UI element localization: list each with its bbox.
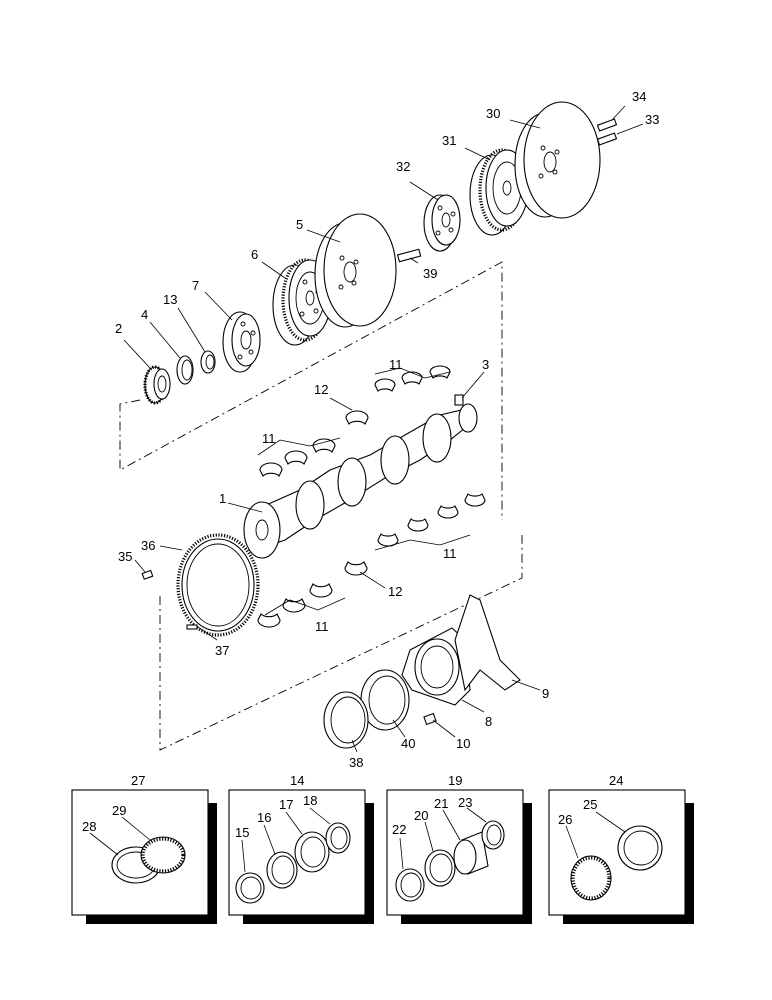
callout-34: 34 [632, 89, 646, 104]
hub [222, 311, 261, 373]
kit-19-item-20: 20 [414, 808, 428, 823]
kit-19-item-23: 23 [458, 795, 472, 810]
kit-19-item-21: 21 [434, 796, 448, 811]
kit-27-title: 27 [131, 773, 145, 788]
hub-rear [423, 194, 461, 252]
callout-35: 35 [118, 549, 132, 564]
kit-14-item-16: 16 [257, 810, 271, 825]
kit-24-title: 24 [609, 773, 623, 788]
kit-27-item-29: 29 [112, 803, 126, 818]
spacer-ring [176, 355, 194, 385]
kit-24-item-26: 26 [558, 812, 572, 827]
seal-ring [200, 350, 216, 374]
callout-12-top: 12 [314, 382, 328, 397]
callout-2: 2 [115, 321, 122, 336]
kit-19-title: 19 [448, 773, 462, 788]
kit-14-item-15: 15 [235, 825, 249, 840]
callout-38: 38 [349, 755, 363, 770]
crank-gear [143, 365, 171, 405]
callout-4: 4 [141, 307, 148, 322]
callout-1: 1 [219, 491, 226, 506]
crankshaft [243, 394, 478, 559]
callout-36: 36 [141, 538, 155, 553]
callout-labels: 1 2 3 4 5 6 7 8 9 10 11 11 11 11 12 12 1… [115, 89, 659, 770]
kit-14-item-18: 18 [303, 793, 317, 808]
kit-box-14: 14 15 16 17 18 [228, 773, 374, 924]
small-bolts [141, 569, 437, 726]
callout-33: 33 [645, 112, 659, 127]
kit-box-19: 19 22 20 21 23 [386, 773, 532, 924]
callout-11-bottom: 11 [315, 619, 329, 634]
callout-30: 30 [486, 106, 500, 121]
callout-6: 6 [251, 247, 258, 262]
main-bearing-set-lower [257, 493, 486, 628]
kit-24-item-25: 25 [583, 797, 597, 812]
callout-40: 40 [401, 736, 415, 751]
callout-13: 13 [163, 292, 177, 307]
leader-lines [123, 105, 644, 753]
callout-7: 7 [192, 278, 199, 293]
kit-14-item-17: 17 [279, 797, 293, 812]
flywheel-ring-gear [176, 533, 260, 637]
kit-14-title: 14 [290, 773, 304, 788]
rear-seals [323, 669, 410, 749]
kit-27-item-28: 28 [82, 819, 96, 834]
kit-box-27: 27 28 29 [71, 773, 217, 924]
callout-32: 32 [396, 159, 410, 174]
callout-39: 39 [423, 266, 437, 281]
callout-11-left: 11 [262, 431, 276, 446]
kit-19-item-22: 22 [392, 822, 406, 837]
callout-5: 5 [296, 217, 303, 232]
callout-37: 37 [215, 643, 229, 658]
callout-11-right: 11 [443, 546, 457, 561]
callout-8: 8 [485, 714, 492, 729]
vibration-damper-rear [514, 101, 601, 219]
upper-dashed-outline [119, 261, 503, 520]
lower-dashed-outline [159, 535, 523, 751]
rear-seal-housing [401, 594, 521, 706]
main-bearing-set-upper [259, 365, 451, 477]
callout-3: 3 [482, 357, 489, 372]
callout-9: 9 [542, 686, 549, 701]
callout-10: 10 [456, 736, 470, 751]
vibration-damper [314, 213, 397, 328]
stud-bolts [396, 118, 618, 263]
callout-31: 31 [442, 133, 456, 148]
callout-11-top: 11 [389, 357, 403, 372]
callout-12-bottom: 12 [388, 584, 402, 599]
kit-box-24: 24 26 25 [548, 773, 694, 924]
